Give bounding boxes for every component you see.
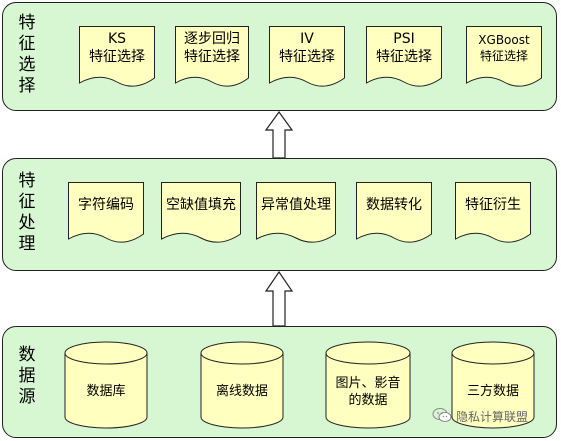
stepwise-regression-selection-label: 逐步回归 特征选择	[184, 31, 240, 65]
up-arrow-to-processing	[264, 270, 294, 327]
feature-selection-layer: 特征 选择 KS 特征选择 逐步回归 特征选择 IV 特征选择 PSI 特征选择…	[2, 2, 557, 111]
iv-selection-node: IV 特征选择	[269, 26, 345, 90]
feature-derivation-label: 特征衍生	[465, 197, 521, 213]
iv-selection-label: IV 特征选择	[279, 31, 335, 65]
media-data-node: 图片、影音 的数据	[325, 341, 411, 429]
wechat-icon	[432, 407, 452, 426]
offline-data-label: 离线数据	[215, 384, 268, 399]
data-transform-label: 数据转化	[366, 197, 422, 213]
third-party-data-label: 三方数据	[466, 384, 519, 399]
xgboost-selection-label: XGBoost 特征选择	[478, 33, 530, 63]
feature-processing-layer: 特 征 处 理 字符编码 空缺值填充 异常值处理 数据转化 特征衍生	[2, 158, 557, 271]
missing-value-fill-label: 空缺值填充	[166, 197, 236, 213]
char-encoding-node: 字符编码	[68, 182, 144, 246]
ks-selection-label: KS 特征选择	[89, 31, 145, 65]
media-data-label: 图片、影音 的数据	[335, 376, 401, 408]
ks-selection-node: KS 特征选择	[79, 26, 155, 90]
stepwise-regression-selection-node: 逐步回归 特征选择	[175, 26, 249, 90]
data-source-title: 数 据 源	[18, 345, 36, 407]
up-arrow-to-selection	[264, 110, 294, 159]
data-source-layer: 数 据 源 数据库 离线数据 图片、影音 的数据 三方数据	[2, 326, 557, 438]
database-node: 数据库	[64, 341, 148, 429]
feature-derivation-node: 特征衍生	[455, 182, 531, 246]
xgboost-selection-node: XGBoost 特征选择	[466, 26, 542, 90]
offline-data-node: 离线数据	[200, 341, 284, 429]
database-label: 数据库	[86, 384, 126, 399]
feature-processing-title: 特 征 处 理	[18, 171, 36, 254]
outlier-handling-label: 异常值处理	[261, 197, 331, 213]
char-encoding-label: 字符编码	[78, 197, 134, 213]
watermark: 隐私计算联盟	[432, 407, 528, 426]
data-transform-node: 数据转化	[356, 182, 432, 246]
missing-value-fill-node: 空缺值填充	[161, 182, 241, 246]
outlier-handling-node: 异常值处理	[256, 182, 336, 246]
third-party-data-node: 三方数据	[451, 341, 535, 429]
psi-selection-label: PSI 特征选择	[376, 31, 432, 65]
feature-selection-title: 特征 选择	[18, 13, 36, 96]
watermark-text: 隐私计算联盟	[456, 410, 529, 424]
psi-selection-node: PSI 特征选择	[366, 26, 442, 90]
